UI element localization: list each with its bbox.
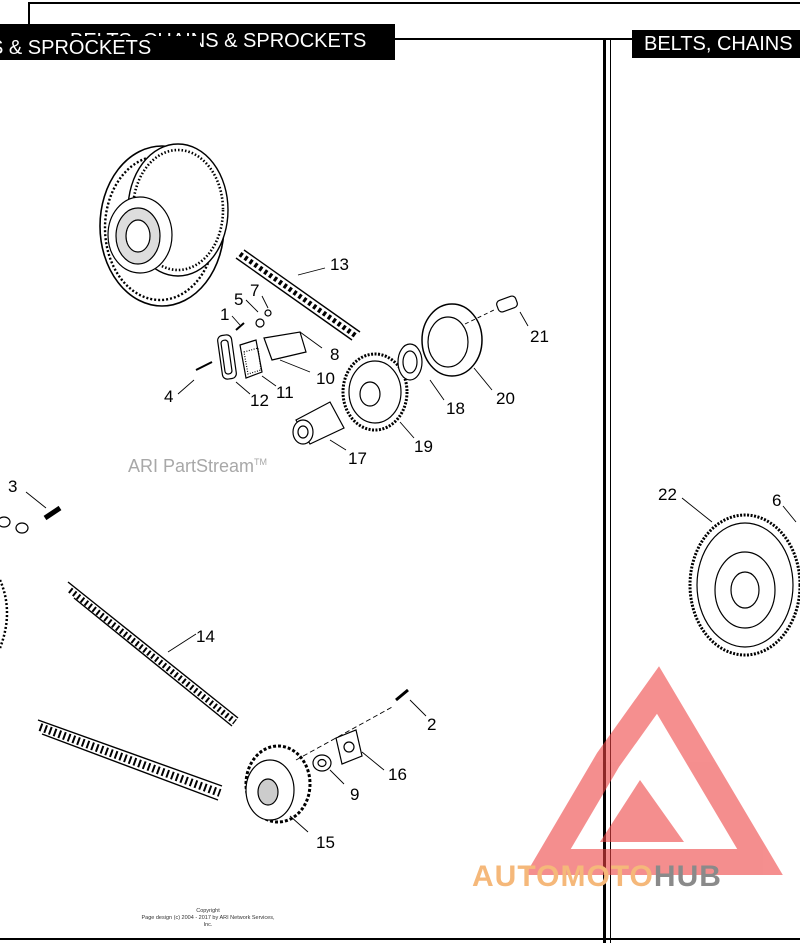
page-divider bbox=[603, 40, 606, 943]
watermark-text: ARI PartStream bbox=[128, 456, 255, 476]
copyright-line-1: Copyright bbox=[196, 908, 220, 914]
title-right-text: BELTS, CHAINS bbox=[644, 33, 793, 55]
bottom-border bbox=[0, 938, 800, 940]
bolt-3 bbox=[0, 505, 62, 534]
callout-labels: 1 2 3 4 5 6 7 8 9 10 11 12 13 14 15 16 1… bbox=[8, 255, 781, 852]
chain-tensioner bbox=[195, 309, 307, 380]
callout-15: 15 bbox=[316, 833, 335, 852]
primary-chain bbox=[235, 249, 361, 341]
copyright-notice: Copyright Page design (c) 2004 - 2017 by… bbox=[138, 908, 278, 929]
left-sprocket-edge bbox=[0, 579, 9, 649]
partstream-watermark: ARI PartStreamTM bbox=[128, 456, 267, 477]
callout-10: 10 bbox=[316, 369, 335, 388]
title-bar-left: S & SPROCKETS bbox=[0, 36, 200, 60]
leader-lines bbox=[25, 267, 797, 833]
callout-1: 1 bbox=[220, 305, 229, 324]
callout-18: 18 bbox=[446, 399, 465, 418]
brand-logo-mark bbox=[525, 666, 783, 875]
callout-21: 21 bbox=[530, 327, 549, 346]
title-bar-right: BELTS, CHAINS bbox=[632, 30, 800, 58]
callout-20: 20 bbox=[496, 389, 515, 408]
brand-text-hub: HUB bbox=[653, 860, 722, 893]
callout-8: 8 bbox=[330, 345, 339, 364]
transmission-pulley bbox=[244, 688, 409, 824]
callout-12: 12 bbox=[250, 391, 269, 410]
callout-17: 17 bbox=[348, 449, 367, 468]
callout-3: 3 bbox=[8, 477, 17, 496]
page-divider-thin bbox=[610, 40, 611, 943]
compensator-parts bbox=[292, 295, 518, 445]
watermark-tm: TM bbox=[254, 457, 268, 467]
callout-13: 13 bbox=[330, 255, 349, 274]
callout-14: 14 bbox=[196, 627, 215, 646]
callout-6: 6 bbox=[772, 491, 781, 510]
callout-19: 19 bbox=[414, 437, 433, 456]
callout-2: 2 bbox=[427, 715, 436, 734]
callout-11: 11 bbox=[276, 383, 294, 402]
callout-9: 9 bbox=[350, 785, 359, 804]
brand-wordmark: AUTOMOTOHUB bbox=[472, 860, 722, 894]
copyright-line-2: Page design (c) 2004 - 2017 by ARI Netwo… bbox=[141, 915, 275, 928]
callout-5: 5 bbox=[234, 290, 243, 309]
callout-16: 16 bbox=[388, 765, 407, 784]
callout-22: 22 bbox=[658, 485, 677, 504]
title-left-text: S & SPROCKETS bbox=[0, 37, 152, 59]
brand-text-automoto: AUTOMOTO bbox=[472, 860, 654, 893]
flywheel-right bbox=[688, 513, 800, 657]
clutch-assembly bbox=[99, 143, 229, 307]
drive-belt bbox=[37, 581, 239, 801]
callout-4: 4 bbox=[164, 387, 173, 406]
callout-7: 7 bbox=[250, 281, 259, 300]
